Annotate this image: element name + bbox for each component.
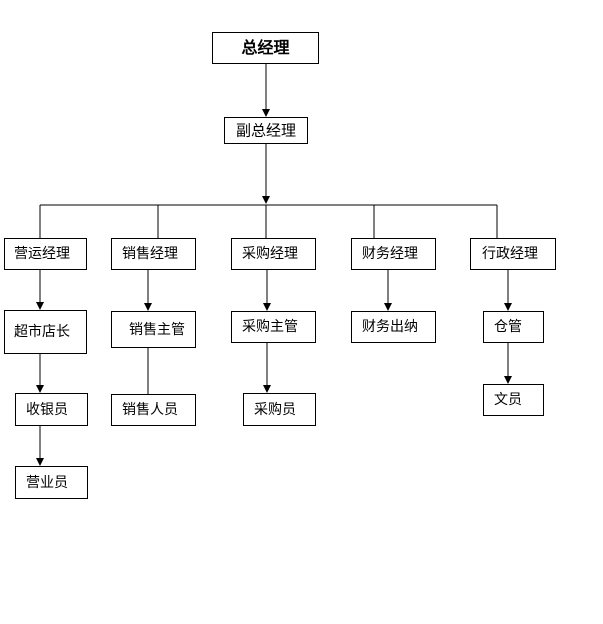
node-label: 营业员 [26,474,68,491]
node-label: 销售经理 [122,246,178,262]
node-general-manager: 总经理 [212,32,319,64]
node-label: 副总经理 [235,121,296,139]
node-label: 财务出纳 [362,319,418,335]
node-purchasing-manager: 采购经理 [231,238,316,270]
node-label: 采购员 [254,401,296,418]
node-label: 总经理 [241,38,290,57]
node-purchasing-supervisor: 采购主管 [231,311,316,343]
node-label: 销售人员 [122,402,178,418]
node-label: 财务经理 [362,246,418,262]
node-admin-manager: 行政经理 [470,238,556,270]
node-label: 行政经理 [482,246,538,262]
node-purchaser: 采购员 [243,393,316,426]
node-sales-clerk: 营业员 [15,466,88,499]
node-label: 文员 [494,392,522,408]
node-deputy-general-manager: 副总经理 [224,117,308,144]
node-warehouse-keeper: 仓管 [483,311,544,343]
node-label: 收银员 [26,401,68,418]
node-sales-manager: 销售经理 [111,238,196,270]
node-cashier: 收银员 [15,393,88,426]
node-clerk: 文员 [483,384,544,416]
node-label: 采购主管 [242,319,298,335]
node-label: 仓管 [494,319,522,335]
node-label: 采购经理 [242,246,298,262]
node-label: 销售主管 [129,321,185,338]
node-finance-cashier: 财务出纳 [351,311,436,343]
node-store-manager: 超市店长 [4,310,87,354]
node-operations-manager: 营运经理 [4,238,87,270]
node-sales-supervisor: 销售主管 [111,311,196,348]
node-salesperson: 销售人员 [111,394,196,426]
node-label: 超市店长 [14,324,70,340]
node-label: 营运经理 [14,246,70,262]
node-finance-manager: 财务经理 [351,238,436,270]
